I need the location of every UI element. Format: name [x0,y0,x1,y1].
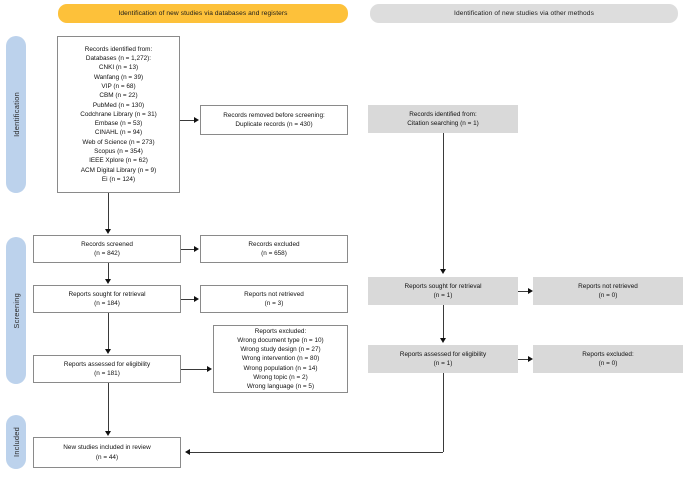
line: New studies included in review [63,444,151,452]
box-records-identified-databases: Records identified from: Databases (n = … [57,36,180,193]
line: (n = 842) [94,250,120,257]
line: Scopus (n = 354) [94,147,143,155]
arrowhead-to-sought-right [439,269,446,274]
line: (n = 181) [94,370,120,377]
line: Wrong population (n = 14) [243,364,318,372]
line: ACM Digital Library (n = 9) [80,166,157,174]
line: Web of Science (n = 273) [82,138,155,146]
box-records-identified-citation: Records identified from: Citation search… [368,105,518,133]
line: (n = 3) [264,300,284,307]
line: CINAHL (n = 94) [94,129,143,137]
arrowhead-to-reports-excluded [207,365,212,372]
connector-citation-to-sought [443,133,444,270]
box-reports-assessed-eligibility: Reports assessed for eligibility (n = 18… [33,355,181,383]
phase-pill-included: Included [6,415,26,469]
connector-sought-to-not-retrieved-right [518,291,529,292]
line: Codchrane Library (n = 31) [80,110,157,118]
line: (n = 0) [598,360,618,367]
line: Reports assessed for eligibility [399,350,487,358]
line: Records excluded [248,240,300,248]
box-reports-sought-retrieval-right: Reports sought for retrieval (n = 1) [368,277,518,305]
arrowhead-to-excluded-right [528,355,533,362]
arrowhead-to-excluded [194,245,199,252]
connector-right-assessed-down [443,373,444,452]
arrowhead-to-included-from-right [185,448,190,455]
arrowhead-to-assessed [104,349,111,354]
line: Reports excluded: [582,350,634,358]
box-records-removed: Records removed before screening: Duplic… [200,105,348,135]
arrowhead-to-included [104,431,111,436]
line: Reports sought for retrieval [68,290,146,298]
line: (n = 0) [598,292,618,299]
line: Reports not retrieved [244,290,304,298]
connector-assessed-to-reports-excluded [181,369,208,370]
line: IEEE Xplore (n = 62) [89,157,148,165]
arrowhead-to-screened [104,229,111,234]
header-databases-registers: Identification of new studies via databa… [58,4,348,23]
arrowhead-to-sought [104,279,111,284]
line: Citation searching (n = 1) [407,120,479,127]
box-reports-assessed-eligibility-right: Reports assessed for eligibility (n = 1) [368,345,518,373]
header-other-methods: Identification of new studies via other … [370,4,678,23]
connector-identified-to-removed [180,120,195,121]
box-reports-not-retrieved: Reports not retrieved (n = 3) [200,285,348,313]
line: Records screened [81,240,133,248]
phase-label-screening: Screening [11,292,21,329]
arrowhead-to-not-retrieved [194,295,199,302]
line: (n = 658) [261,250,287,257]
connector-screened-to-sought [108,263,109,281]
line: VIP (n = 68) [101,83,136,91]
line: (n = 1) [433,292,453,299]
line: Wanfang (n = 39) [93,73,144,81]
line: PubMed (n = 130) [92,101,145,109]
line: (n = 44) [95,453,119,461]
box-records-excluded: Records excluded (n = 658) [200,235,348,263]
line: (n = 184) [94,300,120,307]
connector-identified-to-screened [108,193,109,230]
line: (n = 1) [433,360,453,367]
phase-label-identification: Identification [11,92,21,137]
connector-sought-to-assessed-right [443,305,444,340]
line: CBM (n = 22) [99,92,138,100]
line: Wrong document type (n = 10) [237,336,324,344]
arrowhead-to-assessed-right [439,338,446,343]
connector-sought-to-assessed [108,313,109,351]
box-new-studies-included: New studies included in review (n = 44) [33,437,181,468]
line: Records removed before screening: [223,111,325,119]
line: Reports excluded: [254,327,307,335]
box-reports-sought-retrieval: Reports sought for retrieval (n = 184) [33,285,181,313]
connector-screened-to-excluded [181,249,195,250]
connector-assessed-to-excluded-right [518,359,529,360]
header-databases-registers-label: Identification of new studies via databa… [118,10,288,17]
line: Embase (n = 53) [94,120,143,128]
connector-right-to-included [190,452,443,453]
line: Wrong intervention (n = 80) [241,355,320,363]
line: Records identified from: [84,45,153,53]
header-other-methods-label: Identification of new studies via other … [454,10,594,17]
arrowhead-to-removed [194,116,199,123]
line: Reports assessed for eligibility [63,360,151,368]
box-records-screened: Records screened (n = 842) [33,235,181,263]
box-reports-not-retrieved-right: Reports not retrieved (n = 0) [533,277,683,305]
line: Records identified from: [409,110,477,118]
line: Duplicate records (n = 430) [235,121,313,128]
line: Ei (n = 124) [101,175,136,183]
box-reports-excluded-right: Reports excluded: (n = 0) [533,345,683,373]
line: Reports sought for retrieval [404,282,482,290]
line: CNKI (n = 13) [98,64,139,72]
line: Databases (n = 1,272): [85,55,152,63]
line: Wrong topic (n = 2) [253,373,308,381]
connector-sought-to-not-retrieved [181,299,195,300]
box-reports-excluded-reasons: Reports excluded: Wrong document type (n… [213,325,348,393]
line: Wrong study design (n = 27) [240,346,321,354]
connector-assessed-to-included [108,383,109,433]
phase-pill-identification: Identification [6,36,26,193]
phase-label-included: Included [11,427,21,457]
line: Reports not retrieved [578,282,638,290]
line: Wrong language (n = 5) [246,383,315,391]
phase-pill-screening: Screening [6,237,26,384]
arrowhead-to-not-retrieved-right [528,287,533,294]
